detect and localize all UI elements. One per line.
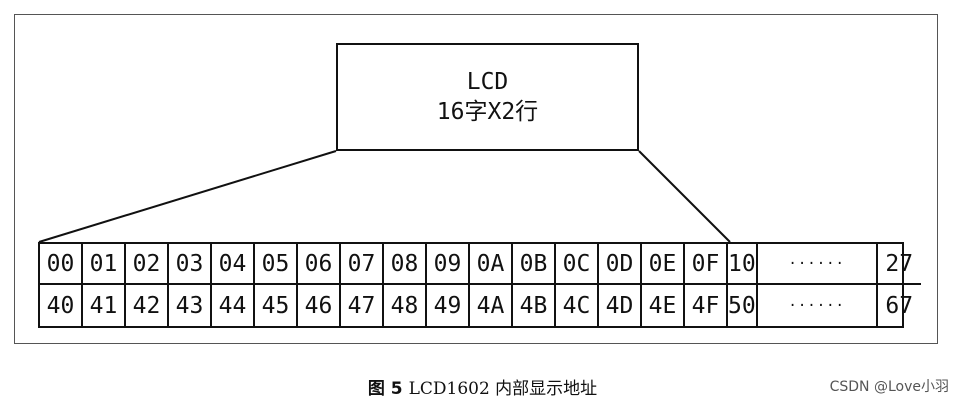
address-cell: 41 [83, 285, 126, 326]
address-cell: 42 [126, 285, 169, 326]
address-cell: 01 [83, 244, 126, 285]
address-cell: 03 [169, 244, 212, 285]
address-cell: 0E [642, 244, 685, 285]
address-cell: 43 [169, 285, 212, 326]
address-cell: 50 [728, 285, 758, 326]
address-cell: 04 [212, 244, 255, 285]
address-cell: 0D [599, 244, 642, 285]
lcd-box: LCD 16字X2行 [336, 43, 639, 151]
figure-label: 图 5 [367, 379, 403, 399]
address-cell: 4D [599, 285, 642, 326]
address-cell: 49 [427, 285, 470, 326]
address-cell: 40 [40, 285, 83, 326]
address-cell: 48 [384, 285, 427, 326]
watermark: CSDN @Love小羽 [829, 379, 949, 395]
address-cell: 46 [298, 285, 341, 326]
lcd-size-label: 16字X2行 [436, 99, 539, 125]
connector-right [638, 150, 731, 243]
address-cell: 00 [40, 244, 83, 285]
address-cell: 08 [384, 244, 427, 285]
address-cell: 0C [556, 244, 599, 285]
address-cell: 4C [556, 285, 599, 326]
address-cell: ······ [757, 244, 878, 285]
address-cell: 10 [728, 244, 758, 285]
address-cell: 4B [513, 285, 556, 326]
address-cell: 05 [255, 244, 298, 285]
address-cell: 0A [470, 244, 513, 285]
connector-left [38, 150, 337, 243]
address-cell: 44 [212, 285, 255, 326]
address-cell: ······ [758, 285, 878, 326]
address-cell: 02 [126, 244, 169, 285]
lcd-title: LCD [466, 69, 509, 95]
address-cell: 0B [513, 244, 556, 285]
address-cell: 0F [685, 244, 728, 285]
address-cell: 4F [685, 285, 728, 326]
address-cell: 47 [341, 285, 384, 326]
address-cell: 07 [341, 244, 384, 285]
address-cell: 09 [427, 244, 470, 285]
address-cell: 67 [885, 292, 914, 319]
caption-text: LCD1602 内部显示地址 [408, 379, 598, 399]
address-cell: 06 [298, 244, 341, 285]
address-cell: 27 [877, 244, 921, 285]
address-cell: 4A [470, 285, 513, 326]
address-cell: 4E [642, 285, 685, 326]
address-cell: 45 [255, 285, 298, 326]
